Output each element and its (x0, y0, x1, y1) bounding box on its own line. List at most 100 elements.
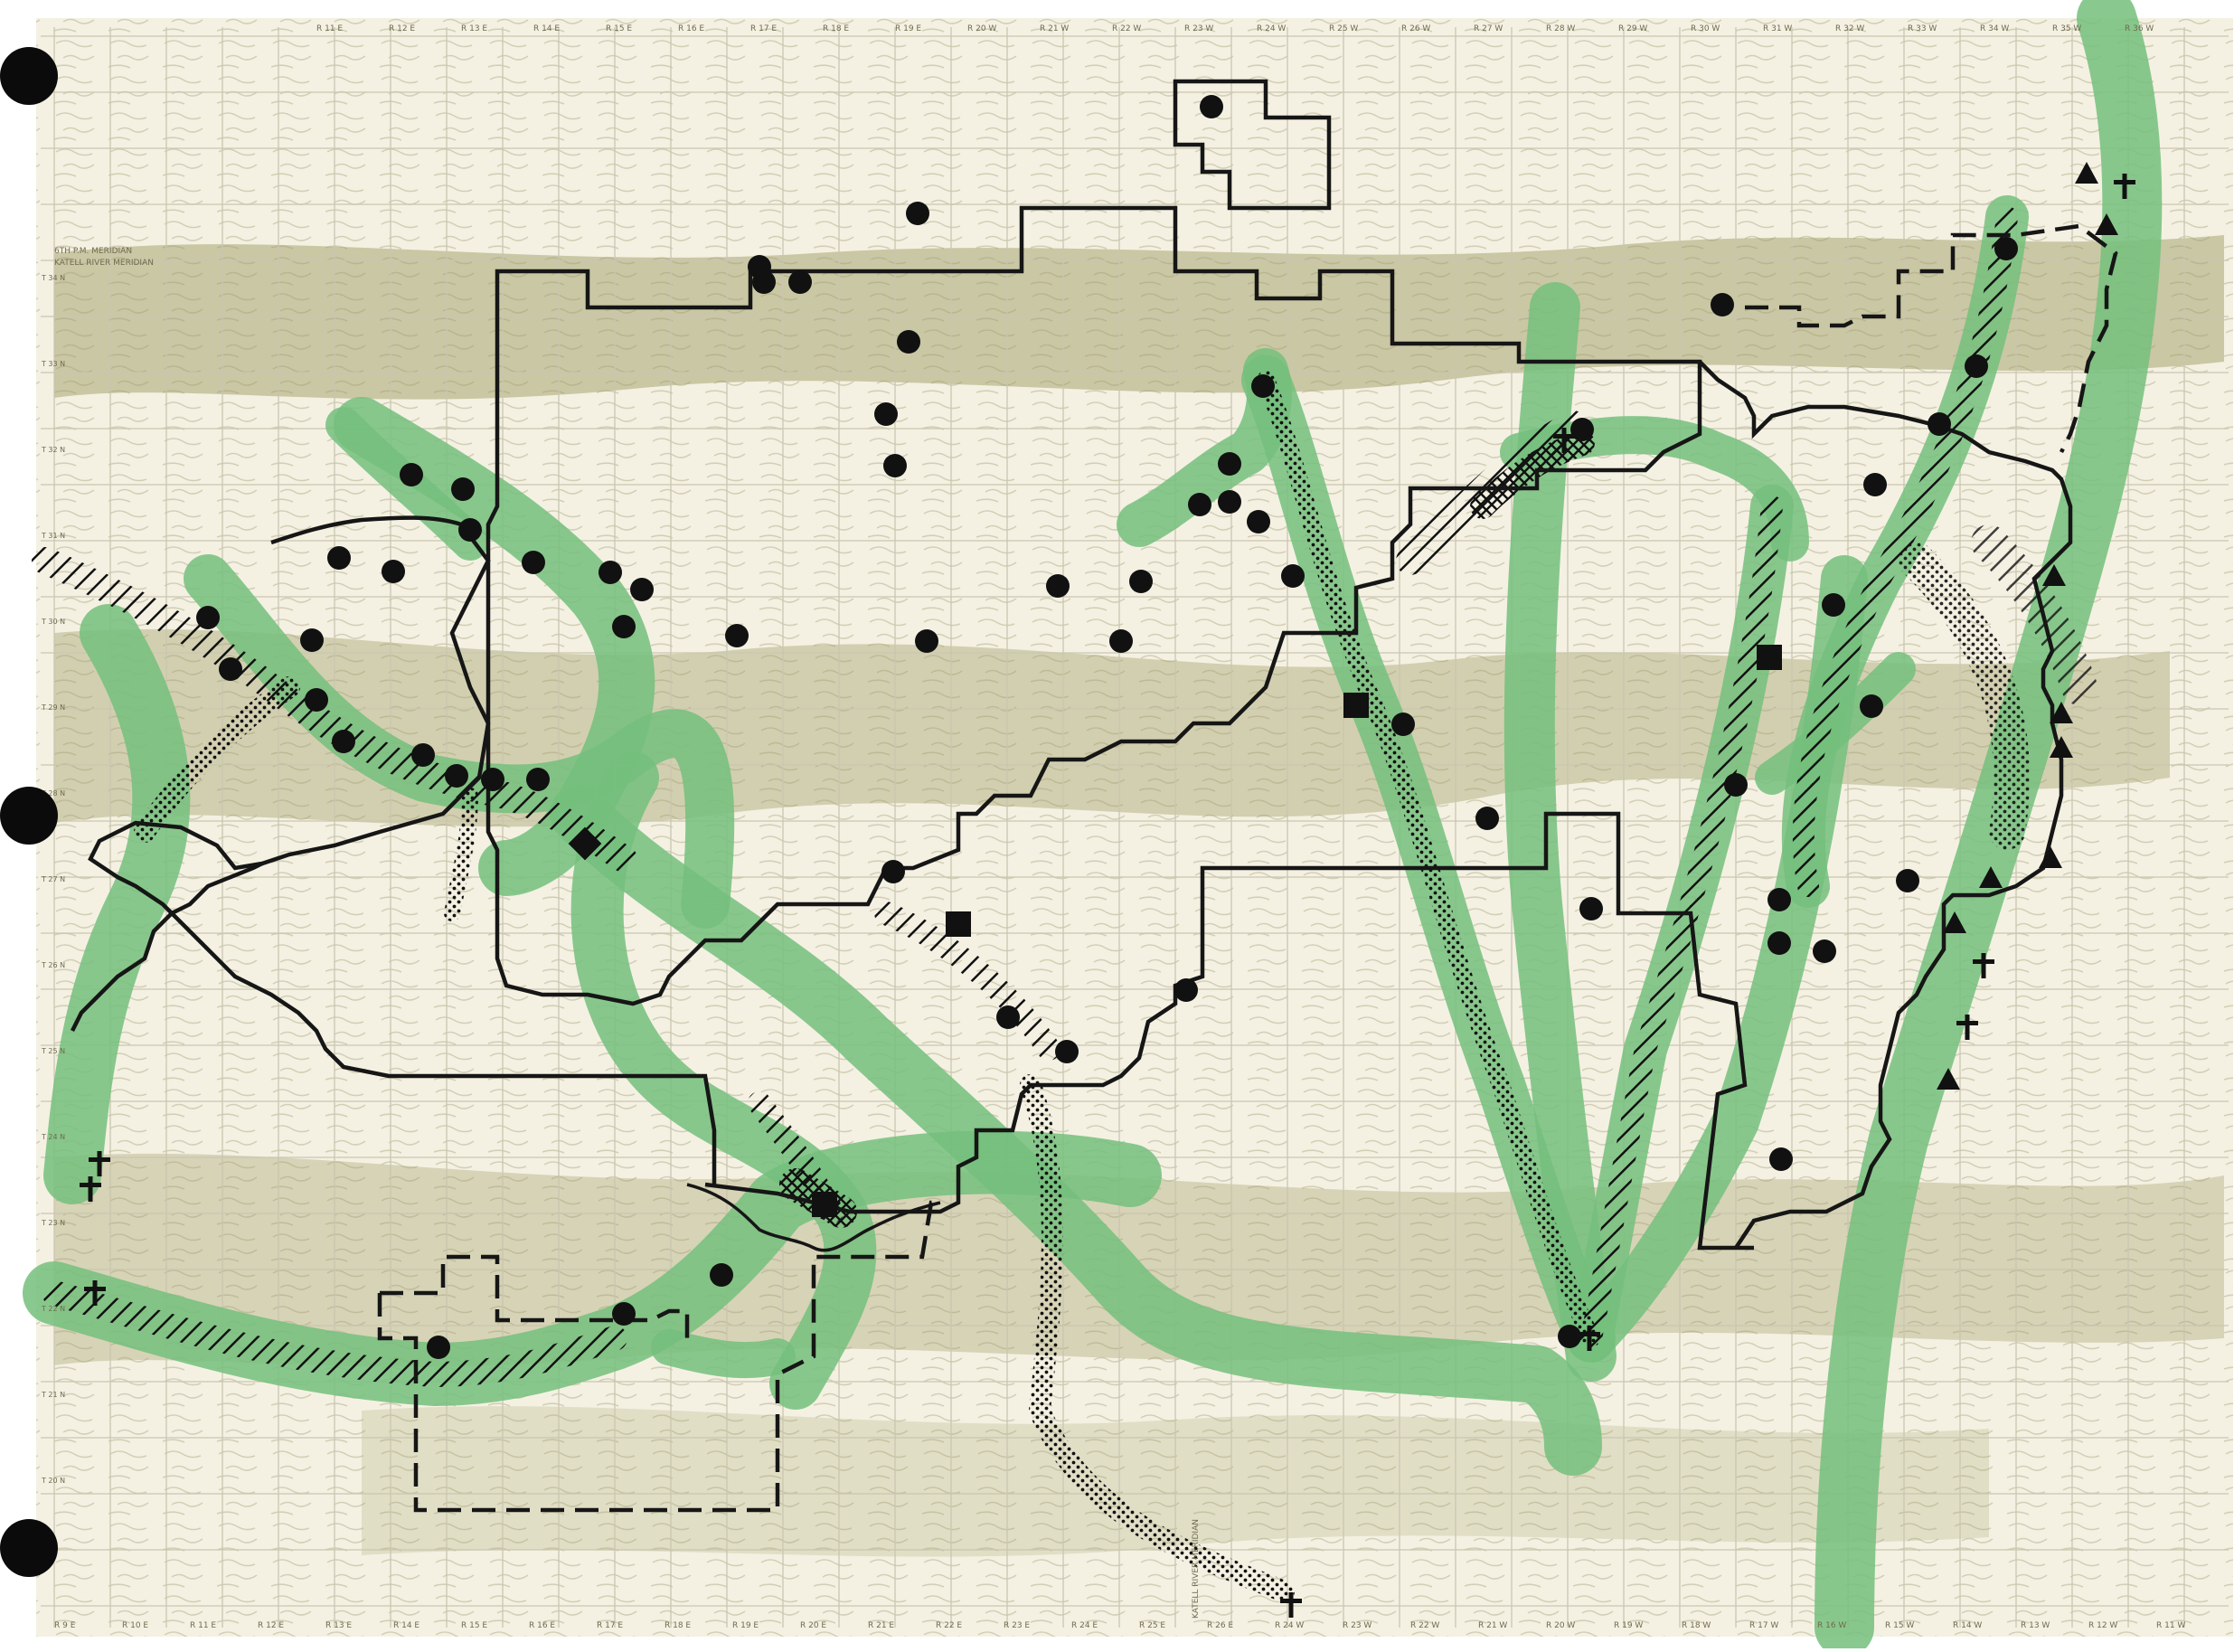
site-marker (1281, 564, 1305, 588)
corridor-main-fan (1503, 282, 1617, 1382)
range-label-bottom: R 24 W (1275, 1621, 1304, 1630)
range-label-top: R 26 W (1401, 24, 1430, 33)
range-label-top: R 33 W (1908, 24, 1937, 33)
cemetery-markers (80, 174, 2135, 1618)
peak-marker (2050, 736, 2073, 758)
township-label-left: T 33 N (41, 360, 65, 368)
township-label-left: T 22 N (41, 1305, 65, 1313)
range-label-bottom: R 22 W (1410, 1621, 1439, 1630)
site-marker (1055, 1040, 1079, 1063)
structure-marker (1343, 693, 1369, 718)
range-label-bottom: R 15 W (1885, 1621, 1914, 1630)
hatch-east-fan (1580, 496, 1783, 1349)
site-marker (1558, 1325, 1581, 1348)
site-marker (906, 202, 929, 225)
site-markers (196, 95, 2018, 1359)
site-marker (599, 561, 622, 584)
stipple-river-south (1020, 1074, 1295, 1602)
dashed-boundary-south (377, 1200, 940, 1513)
site-marker (458, 518, 482, 542)
range-label-top: R 32 W (1835, 24, 1864, 33)
site-marker (411, 743, 435, 767)
range-label-bottom: R 12 W (2088, 1621, 2117, 1630)
cemetery-marker-bar (1280, 1599, 1302, 1603)
township-label-left: T 31 N (41, 532, 65, 540)
site-marker (1822, 593, 1845, 617)
range-label-bottom: R 21 E (868, 1621, 894, 1630)
binder-hole-middle (0, 787, 58, 845)
stipple-small (444, 788, 478, 921)
range-label-top: R 29 W (1618, 24, 1647, 33)
range-label-top: R 34 W (1980, 24, 2009, 33)
cemetery-marker-bar (1973, 959, 1994, 964)
corridor-south-sweep (651, 1329, 796, 1379)
corridor-loop (570, 751, 877, 1410)
site-marker (427, 1336, 450, 1359)
stipple-east-block (1899, 543, 2031, 850)
site-marker (612, 1302, 636, 1326)
site-marker (219, 657, 242, 681)
site-marker (1247, 510, 1270, 533)
range-label-top: R 18 E (823, 24, 849, 33)
corridor-west-branch (325, 407, 488, 561)
corridor-west-upper (334, 397, 655, 896)
site-marker (1724, 773, 1748, 797)
site-marker (1769, 1147, 1793, 1171)
site-marker (897, 330, 920, 354)
site-marker (1863, 473, 1887, 496)
site-marker (1711, 293, 1734, 316)
range-label-top: R 16 E (678, 24, 704, 33)
site-marker (1570, 418, 1594, 441)
cemetery-marker-stem (1561, 428, 1567, 453)
site-marker (1928, 412, 1951, 436)
cemetery-marker-bar (2114, 180, 2135, 184)
boundary-central (485, 205, 1702, 1006)
range-label-bottom: R 13 E (325, 1621, 352, 1630)
range-label-bottom: R 9 E (54, 1621, 76, 1630)
corridor-west-bend (550, 785, 1602, 1476)
site-marker (630, 578, 654, 601)
site-marker (1109, 629, 1133, 653)
township-label-left: T 20 N (41, 1477, 65, 1485)
binder-hole-bottom (0, 1519, 58, 1577)
cemetery-marker-bar (1956, 1021, 1978, 1025)
hatch-east-loop (1792, 206, 2018, 897)
range-label-bottom: R 23 W (1343, 1621, 1372, 1630)
peak-marker (2075, 162, 2098, 184)
site-marker (1218, 452, 1241, 476)
peak-markers (1937, 162, 2118, 1090)
boundary-west-inner (70, 861, 264, 1033)
range-label-top: R 25 W (1329, 24, 1358, 33)
range-label-top: R 15 E (606, 24, 632, 33)
hatch-west-diagonal (32, 547, 637, 873)
range-label-bottom: R 14 W (1953, 1621, 1982, 1630)
site-marker (1813, 939, 1836, 963)
range-label-bottom: R 12 E (258, 1621, 284, 1630)
crosshatch-north (1470, 430, 1595, 519)
township-label-left: T 25 N (41, 1047, 65, 1055)
peak-marker (2042, 564, 2066, 586)
cemetery-marker-stem (1587, 1326, 1592, 1351)
site-marker (196, 606, 220, 629)
peak-marker (1979, 866, 2003, 888)
site-marker (1391, 713, 1415, 736)
site-marker (327, 546, 351, 570)
site-marker (874, 402, 898, 426)
range-label-top: R 36 W (2125, 24, 2154, 33)
cemetery-marker-stem (92, 1280, 98, 1306)
range-label-top: R 30 W (1691, 24, 1720, 33)
range-label-top: R 24 W (1257, 24, 1286, 33)
site-marker (526, 768, 550, 791)
range-label-bottom: R 24 E (1071, 1621, 1098, 1630)
range-label-bottom: R 22 E (936, 1621, 962, 1630)
township-label-left: T 32 N (41, 446, 65, 454)
site-marker (1129, 570, 1153, 593)
range-label-bottom: R 25 E (1139, 1621, 1165, 1630)
peak-marker (1937, 1068, 1960, 1090)
range-label-bottom: R 18 E (665, 1621, 691, 1630)
range-label-bottom: R 16 W (1817, 1621, 1846, 1630)
boundary-west-outline (88, 515, 717, 1185)
township-label-left: T 23 N (41, 1219, 65, 1227)
range-label-top: R 27 W (1474, 24, 1503, 33)
